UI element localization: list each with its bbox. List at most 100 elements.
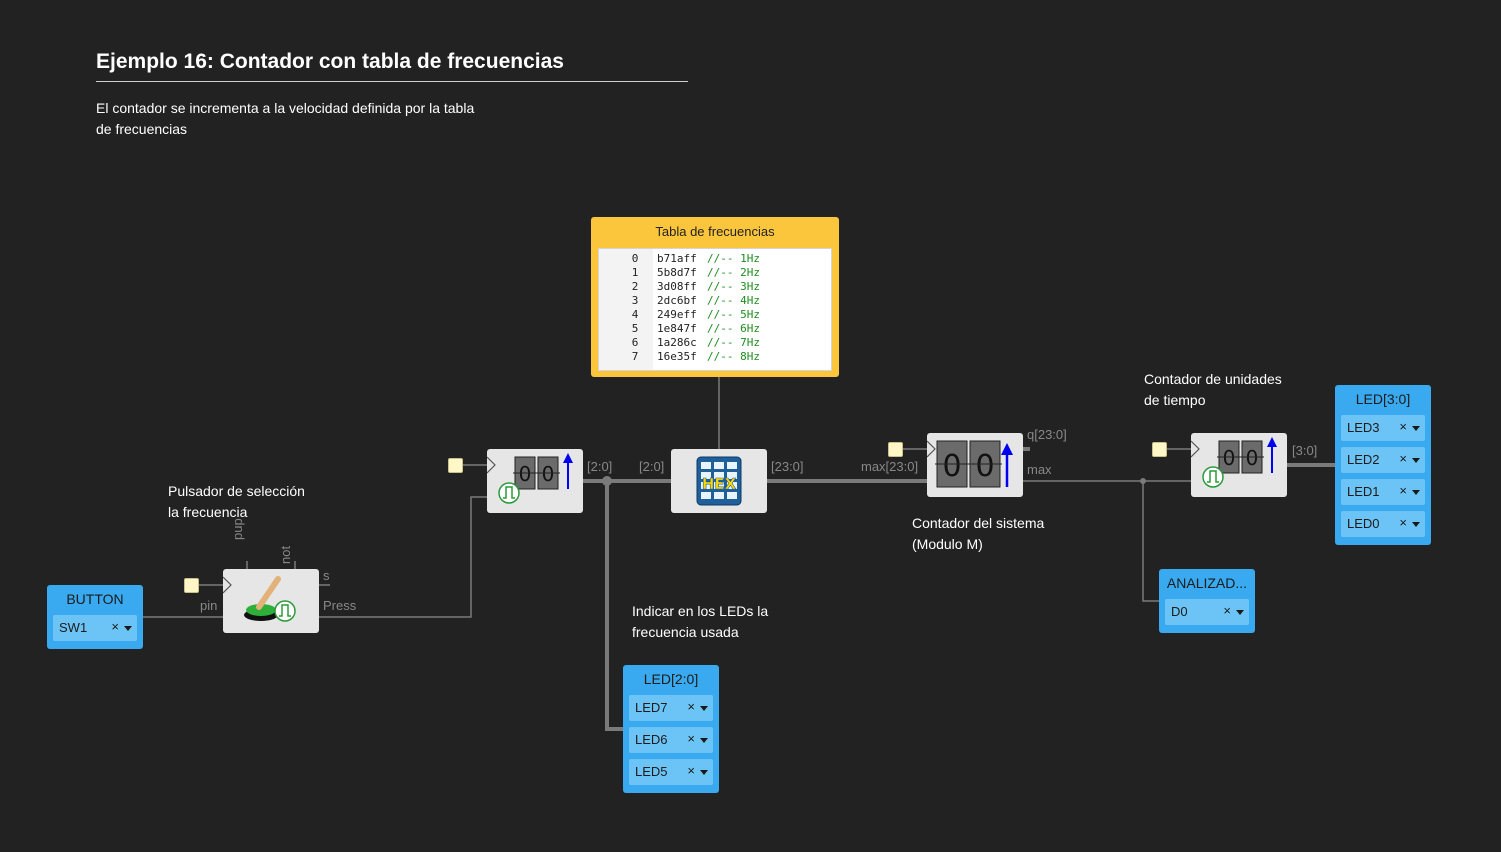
clear-pin-icon[interactable]: × — [1399, 483, 1407, 498]
clear-pin-icon[interactable]: × — [1399, 451, 1407, 466]
pin-label: LED1 — [1347, 484, 1380, 499]
note-line: (Modulo M) — [912, 536, 983, 552]
memory-row-value: 1e847f — [657, 322, 697, 335]
note-line: Contador de unidades — [1144, 371, 1282, 387]
port-max-in: max[23:0] — [861, 459, 919, 474]
constant-input[interactable] — [1152, 442, 1167, 457]
page-title: Ejemplo 16: Contador con tabla de frecue… — [96, 50, 564, 73]
clear-pin-icon[interactable]: × — [1223, 603, 1231, 618]
memory-row-index: 5 — [631, 322, 639, 335]
pin-select-led0[interactable]: LED0 × — [1341, 511, 1425, 537]
chevron-down-icon[interactable] — [1412, 522, 1420, 527]
port-s-label: s — [323, 568, 330, 583]
pulsador-block[interactable] — [222, 569, 319, 633]
io-block-title: LED[3:0] — [1355, 391, 1411, 407]
pin-label: LED3 — [1347, 420, 1380, 435]
chevron-down-icon[interactable] — [1412, 458, 1420, 463]
chevron-down-icon[interactable] — [700, 706, 708, 711]
wire-max-analyzer — [1142, 481, 1160, 602]
memory-row-comment: //-- 8Hz — [707, 350, 760, 363]
memory-row-comment: //-- 6Hz — [707, 322, 760, 335]
memory-row-value: 249eff — [657, 308, 697, 321]
counter-icon: 0 0 — [1190, 437, 1277, 488]
note-line: Contador del sistema — [912, 515, 1045, 531]
memory-row-index: 7 — [631, 350, 639, 363]
memory-row-value: 5b8d7f — [657, 266, 697, 279]
pulsador-icon — [222, 576, 296, 622]
counter-block-2[interactable]: 0 0 — [926, 433, 1023, 497]
pin-select-led3[interactable]: LED3 × — [1341, 415, 1425, 441]
io-block-title: ANALIZAD... — [1166, 575, 1248, 591]
bus-to-led20 — [605, 481, 624, 731]
svg-text:0: 0 — [1246, 446, 1259, 470]
memory-row-comment: //-- 7Hz — [707, 336, 760, 349]
pin-select-led5[interactable]: LED5 × — [629, 759, 713, 785]
clear-pin-icon[interactable]: × — [687, 699, 695, 714]
note-line: Indicar en los LEDs la — [632, 603, 769, 619]
counter-icon: 0 0 — [486, 453, 573, 504]
rom-block[interactable]: HEX — [671, 449, 767, 513]
pin-label: LED2 — [1347, 452, 1380, 467]
pin-label: LED5 — [635, 764, 668, 779]
chevron-down-icon[interactable] — [124, 626, 132, 631]
counter-block-1[interactable]: 0 0 — [486, 449, 583, 513]
pin-select-d0[interactable]: D0 × — [1165, 599, 1249, 625]
hex-rom-icon: HEX — [696, 456, 742, 506]
chevron-down-icon[interactable] — [1236, 610, 1244, 615]
clear-pin-icon[interactable]: × — [1399, 419, 1407, 434]
port-not-label: not — [278, 545, 293, 564]
counter-block-3[interactable]: 0 0 — [1190, 433, 1287, 497]
pin-label: D0 — [1171, 604, 1188, 619]
clear-pin-icon[interactable]: × — [687, 731, 695, 746]
note-contador-unidades: Contador de unidades de tiempo — [1144, 369, 1282, 411]
io-block-button[interactable]: BUTTON SW1 × — [47, 585, 143, 649]
memory-row-comment: //-- 2Hz — [707, 266, 760, 279]
port-counter3-out: [3:0] — [1292, 443, 1318, 458]
memory-row-value: b71aff — [657, 252, 697, 265]
chevron-down-icon[interactable] — [700, 738, 708, 743]
io-block-analizador[interactable]: ANALIZAD... D0 × — [1159, 569, 1255, 633]
pin-select-sw1[interactable]: SW1 × — [53, 615, 137, 641]
memory-row-index: 0 — [631, 252, 639, 265]
clear-pin-icon[interactable]: × — [1399, 515, 1407, 530]
chevron-down-icon[interactable] — [700, 770, 708, 775]
constant-input[interactable] — [448, 458, 463, 473]
port-rom-in: [2:0] — [639, 459, 665, 474]
chevron-down-icon[interactable] — [1412, 426, 1420, 431]
pin-select-led7[interactable]: LED7 × — [629, 695, 713, 721]
port-counter1-out: [2:0] — [587, 459, 613, 474]
chevron-down-icon[interactable] — [1412, 490, 1420, 495]
svg-text:0: 0 — [542, 462, 555, 486]
memory-row-comment: //-- 1Hz — [707, 252, 760, 265]
memory-row-index: 4 — [631, 308, 639, 321]
title-divider — [96, 81, 688, 82]
constant-input[interactable] — [184, 578, 199, 593]
memory-row-comment: //-- 4Hz — [707, 294, 760, 307]
memory-row-index: 6 — [631, 336, 639, 349]
port-press-label: Press — [323, 598, 357, 613]
pin-label: LED0 — [1347, 516, 1380, 531]
memory-row-index: 3 — [631, 294, 639, 307]
pin-select-led6[interactable]: LED6 × — [629, 727, 713, 753]
clear-pin-icon[interactable]: × — [111, 619, 119, 634]
pin-select-led2[interactable]: LED2 × — [1341, 447, 1425, 473]
constant-input[interactable] — [888, 442, 903, 457]
memory-row-index: 2 — [631, 280, 639, 293]
io-block-led-2-0[interactable]: LED[2:0] LED7 × LED6 × LED5 × — [623, 665, 719, 793]
port-rom-out: [23:0] — [771, 459, 804, 474]
svg-text:0: 0 — [519, 462, 532, 486]
bus-junction — [602, 476, 612, 486]
description-line: de frecuencias — [96, 121, 188, 137]
note-indicar: Indicar en los LEDs la frecuencia usada — [632, 601, 768, 643]
pin-label: LED6 — [635, 732, 668, 747]
pin-select-led1[interactable]: LED1 × — [1341, 479, 1425, 505]
port-q-out: q[23:0] — [1027, 427, 1067, 442]
clear-pin-icon[interactable]: × — [687, 763, 695, 778]
note-pulsador: Pulsador de selección la frecuencia — [168, 481, 305, 523]
io-block-title: LED[2:0] — [643, 671, 699, 687]
io-block-led-3-0[interactable]: LED[3:0] LED3 × LED2 × LED1 × LED0 × — [1335, 385, 1431, 545]
port-pin-label: pin — [200, 598, 218, 613]
